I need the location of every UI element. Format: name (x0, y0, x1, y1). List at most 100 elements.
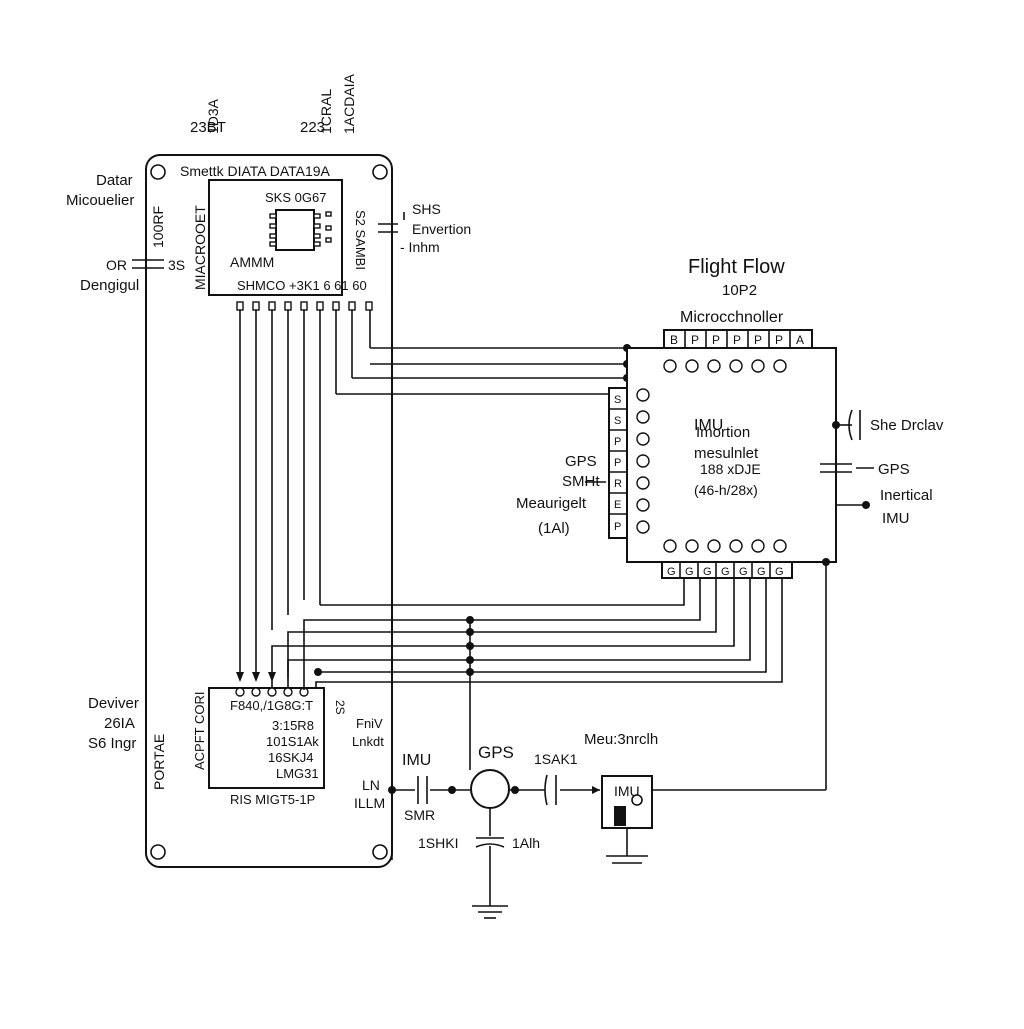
flight-subtitle: 10P2 (722, 282, 757, 299)
bottom-mcu-right2: Lnkdt (352, 734, 384, 749)
flight-left-pin-1: S (614, 415, 621, 427)
chain-cap-2 (544, 774, 557, 806)
flight-left-smt: SMHt (562, 473, 600, 490)
flight-left-gps: GPS (565, 453, 597, 470)
chain-imu: IMU (402, 752, 431, 769)
flight-left-header (608, 387, 628, 539)
left-title-1: Datar (96, 172, 133, 189)
top-mcu-vertical: MIACROOET (192, 205, 208, 290)
top-mcu-chip-label: SKS 0G67 (265, 190, 326, 205)
flight-left-pin-6: P (614, 521, 621, 533)
flight-bottom-routes (271, 578, 783, 770)
chain-ghs: 1SHKI (418, 835, 458, 851)
board-edge-capacitor (378, 212, 405, 233)
chain-gps: GPS (478, 743, 514, 762)
imu-box (601, 775, 653, 829)
flight-right-gps: GPS (878, 461, 910, 478)
flight-top-pin-6: A (796, 333, 804, 347)
flight-right-cap-2 (820, 463, 874, 505)
imu-ground (606, 828, 648, 864)
flight-bottom-pin-5: G (757, 566, 766, 578)
label-illm: ILLM (354, 795, 385, 811)
mount-hole-tr (372, 164, 388, 180)
bottom-mcu-line1: 3:15R8 (272, 718, 314, 733)
flight-left-pin-0: S (614, 394, 621, 406)
flight-right-inert2: IMU (882, 510, 910, 527)
gps-node (470, 769, 510, 809)
chain-smr: SMR (404, 807, 435, 823)
left-cap-b: 3S (168, 257, 185, 273)
imu-box-indicator-icon (631, 794, 643, 806)
top-mcu-header: Smettk DIATA DATA19A (180, 163, 331, 179)
top-label-b3: 1ACDAIA (341, 73, 357, 134)
top-mcu-right-vertical: S2 SAMBI (353, 210, 368, 270)
flight-bottom-pads (663, 539, 787, 553)
left-design: Dengigul (80, 277, 139, 294)
bottom-chain-wire (388, 786, 600, 794)
flight-left-pin-2: P (614, 436, 621, 448)
flight-bottom-pin-0: G (667, 566, 676, 578)
bottom-mcu-right1: FniV (356, 716, 383, 731)
flight-micro: Microcchnoller (680, 309, 784, 326)
imu-box-label: IMU (614, 783, 640, 799)
flight-right-down-wire (652, 558, 830, 791)
top-label-a1: 23BT (190, 119, 226, 136)
top-label-b1: 223 (300, 119, 325, 136)
flight-left-pin-3: P (614, 457, 621, 469)
label-ln: LN (362, 777, 380, 793)
flight-left-pin-4: R (614, 478, 622, 490)
flight-left-pads (636, 388, 650, 534)
bottom-mcu-line3: 16SKJ4 (268, 750, 314, 765)
imu-box-block (614, 806, 626, 826)
flight-top-pin-4: P (754, 333, 762, 347)
flight-bottom-pin-6: G (775, 566, 784, 578)
bottom-mcu-line4: LMG31 (276, 766, 319, 781)
flight-right-cap-1 (832, 409, 861, 441)
portable-label: PORTAE (151, 734, 167, 790)
flight-left-1al: (1Al) (538, 520, 570, 537)
flight-top-pin-3: P (733, 333, 741, 347)
left-driver-2: 26IA (104, 715, 135, 732)
flight-top-pin-1: P (691, 333, 699, 347)
flight-right-inert1: Inertical (880, 487, 933, 504)
top-mcu-chip (275, 209, 315, 251)
mount-hole-tl (150, 164, 166, 180)
chain-cap-1 (417, 776, 428, 804)
vertical-bus (236, 310, 371, 682)
chain-ah: 1Alh (512, 835, 540, 851)
flight-top-header (663, 329, 813, 349)
flight-title: Flight Flow (688, 256, 785, 278)
top-mcu-amm: AMMM (230, 254, 274, 270)
left-capacitor (132, 259, 164, 269)
flight-top-pads (663, 359, 787, 373)
flight-bottom-pin-4: G (739, 566, 748, 578)
top-mcu-pin-heads (236, 301, 373, 311)
left-driver-1: Deviver (88, 695, 139, 712)
left-cap-a: 100RF (150, 206, 166, 248)
label-inhm: - Inhm (400, 239, 440, 255)
mount-hole-bl (150, 844, 166, 860)
flight-bottom-pin-2: G (703, 566, 712, 578)
flight-left-meas: Meaurigelt (516, 495, 587, 512)
bottom-mcu-side-num: 2S (333, 700, 347, 715)
flight-top-pin-5: P (775, 333, 783, 347)
bottom-mcu-footer: RIS MIGT5-1P (230, 792, 315, 807)
flight-imu-1: IMU (694, 417, 723, 434)
top-mcu-pin-row: SHMCO +3K1 6 61 60 (237, 278, 367, 293)
flight-top-pin-2: P (712, 333, 720, 347)
mount-hole-br (372, 844, 388, 860)
gps-ground-branch (472, 808, 508, 919)
flight-right-she: She Drclav (870, 417, 944, 434)
chain-mes: Meu:3nrclh (584, 731, 658, 748)
flight-imu-4: 188 xDJE (700, 461, 761, 477)
left-or: OR (106, 257, 127, 273)
flight-left-pin-5: E (614, 499, 621, 511)
bottom-mcu-header: F840,/1G8G:T (230, 698, 313, 713)
label-envertion: Envertion (412, 221, 471, 237)
top-label-b2: 1CRAL (318, 89, 334, 134)
flight-right-node (836, 501, 870, 509)
flight-bottom-pin-3: G (721, 566, 730, 578)
bottom-mcu-pin-circles (235, 687, 309, 697)
